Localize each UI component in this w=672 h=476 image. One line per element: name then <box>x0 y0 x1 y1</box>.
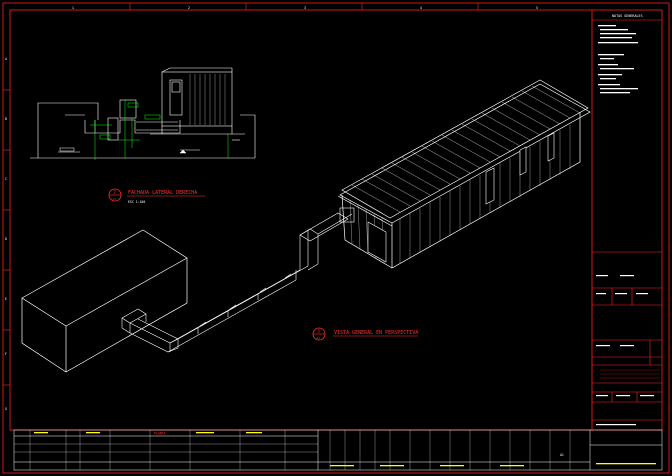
perspective-marker-sheet: A1 <box>317 336 321 340</box>
bottom-table-text <box>34 432 656 467</box>
right-title-block-hatch <box>600 369 660 379</box>
grid-row-c: C <box>5 177 7 181</box>
section-marker-sheet: A1 <box>113 197 117 201</box>
right-title-block-text <box>596 275 654 426</box>
right-notes-panel: NOTAS GENERALES <box>592 14 662 94</box>
right-title-block <box>592 251 662 421</box>
section-marker-number: 2 <box>114 190 117 195</box>
grid-row-d: D <box>5 237 7 241</box>
sheet-label: A1 <box>560 453 564 457</box>
grid-col-5: 5 <box>536 6 538 10</box>
notes-text-lines <box>598 25 638 94</box>
grid-col-3: 3 <box>304 6 306 10</box>
grid-row-f: F <box>5 352 7 356</box>
section-level-marks <box>58 114 200 154</box>
section-scale: ESC 1:100 <box>128 200 145 204</box>
section-elevation-view <box>30 67 256 159</box>
bottom-table-grid <box>14 430 571 470</box>
section-dimensions <box>90 100 229 160</box>
section-view-label: 2 A1 FACHADA LATERAL DERECHA ESC 1:100 <box>108 188 205 204</box>
perspective-container-building <box>337 79 591 269</box>
grid-col-1: 1 <box>72 6 74 10</box>
bottom-title: PLANTA <box>154 432 166 436</box>
perspective-marker-number: 3 <box>318 329 321 334</box>
container-roof-ribs <box>351 85 581 213</box>
grid-row-e: E <box>5 297 7 301</box>
grid-row-b: B <box>5 117 7 121</box>
bottom-title-text: PLANTA A1 <box>154 432 564 458</box>
frame-grid-labels: 1 2 3 4 5 A B C D E F G <box>5 6 538 411</box>
perspective-tank-box <box>21 229 188 373</box>
section-title: FACHADA LATERAL DERECHA <box>128 190 197 196</box>
bottom-table-strip <box>13 429 663 471</box>
container-openings <box>367 132 555 263</box>
grid-row-g: G <box>5 407 7 411</box>
perspective-view-label: 3 A1 VISTA GENERAL EN PERSPECTIVA <box>312 327 418 341</box>
notes-heading: NOTAS GENERALES <box>612 14 643 18</box>
grid-col-2: 2 <box>188 6 190 10</box>
frame-ticks <box>3 3 479 386</box>
grid-row-a: A <box>5 57 7 61</box>
grid-col-4: 4 <box>420 6 422 10</box>
perspective-title: VISTA GENERAL EN PERSPECTIVA <box>334 330 418 336</box>
perspective-duct-run <box>121 207 355 353</box>
